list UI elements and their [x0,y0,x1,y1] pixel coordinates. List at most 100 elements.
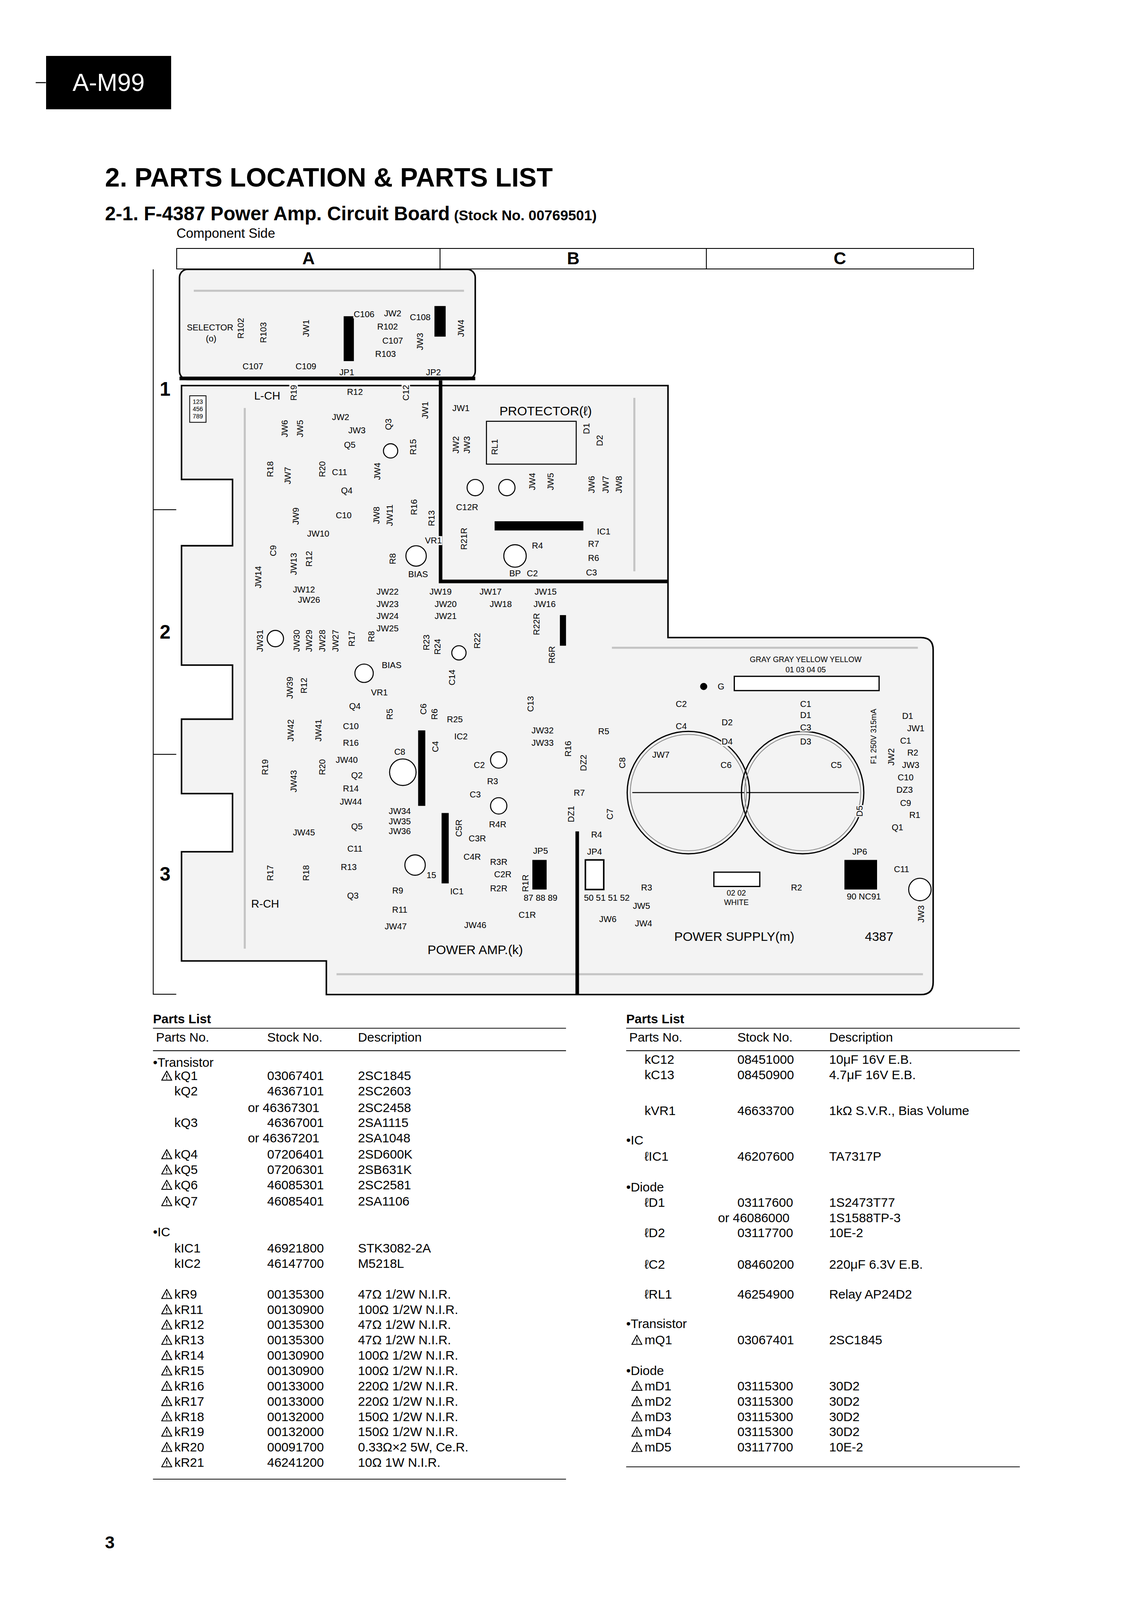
component-label: R24 [433,638,442,655]
component-label: JW44 [339,797,363,806]
component-label: C108 [409,312,432,322]
component-label: Q5 [343,440,356,449]
component-label: JW3 [462,435,472,455]
component-label: R103 [374,349,397,359]
component-label: JW4 [527,472,537,491]
component-label: R8 [388,552,397,565]
component-label: IC2 [453,731,469,741]
component-label: JW4 [373,462,382,481]
component-label: C3 [799,722,812,732]
table-cell: 00130900 [267,1348,324,1362]
component-label: R6R [547,645,557,665]
component-label: C12 [401,384,411,401]
component-label: C8 [617,756,627,769]
table-cell: 08450900 [737,1068,795,1082]
component-label: JW24 [376,611,400,621]
table-cell: or 46367301 [247,1101,320,1114]
component-label: BIAS [408,569,429,579]
component-label: R4R [488,819,508,829]
component-label: JW46 [463,920,487,930]
component-label: IC1 [449,886,465,896]
jumper-connector [343,316,354,362]
table-cell: 47Ω 1/2W N.I.R. [358,1333,452,1347]
component-label: R16 [563,740,573,757]
transistor-symbol [466,479,484,496]
table-cell: 03117700 [737,1440,794,1454]
table-cell: 1S1588TP-3 [829,1211,901,1225]
component-label: C6 [419,702,428,715]
component-label: WHITE [723,898,750,907]
component-label: R102 [376,321,399,331]
component-label: DZ2 [579,754,588,772]
component-label: JW21 [434,611,458,621]
warning-triangle [161,1070,172,1080]
capacitor-symbol [503,544,527,568]
component-label: JW45 [292,827,316,837]
component-label: F1 250V 315mA [870,708,878,765]
table-cell: kIC2 [174,1256,201,1270]
table-header: Description [829,1030,893,1044]
component-label: C4 [675,721,688,731]
component-label: R17 [347,629,356,647]
component-label: JW42 [286,718,295,742]
table-cell: 08460200 [737,1257,795,1271]
grid-column-header: C [706,247,974,270]
component-label: JW5 [632,901,651,910]
grid-key: 456 [192,405,204,412]
component-label: Q3 [384,418,393,431]
node-text: A-M99 [72,70,145,95]
table-cell: kR19 [174,1425,205,1438]
table-cell: 00132000 [267,1425,324,1438]
component-label: JW8 [614,475,624,494]
section-dividers [179,378,669,995]
component-label: JW19 [428,587,452,596]
component-label: C10 [335,510,353,520]
component-label: JW29 [304,629,314,653]
table-cell: 2SA1106 [358,1194,410,1208]
trace [193,289,464,292]
trace [243,408,246,949]
component-label: JW35 [388,816,412,825]
capacitor-symbol [389,758,417,786]
table-cell: 03115300 [737,1410,794,1423]
tab-line [35,81,47,83]
component-label: C9 [268,544,278,557]
component-label: R17 [265,864,275,882]
warning-triangle [161,1365,172,1375]
component-label: C3 [469,789,482,799]
table-title: Parts List [626,1012,685,1026]
component-label: JW27 [331,629,340,653]
component-label: JW6 [280,419,289,438]
component-label: JP1 [338,367,355,377]
component-label: R2 [906,748,919,757]
node-text: 2 [159,622,171,642]
relay-outline [486,421,577,464]
component-label: JW3 [347,425,367,435]
component-label: C4R [463,852,482,861]
component-label: JW36 [388,826,412,836]
table-cell: 2SC1845 [829,1333,883,1347]
grid-column-header: B [440,247,707,270]
table-cell: 150Ω 1/2W N.I.R. [358,1410,459,1423]
warning-triangle [161,1149,172,1159]
warning-triangle [632,1381,642,1391]
safety-marks [161,1070,642,1467]
component-label: C5 [830,760,843,770]
component-label: D1 [901,711,914,720]
component-label: D5 [855,804,864,817]
component-label: C2 [526,568,539,578]
component-label: (o) [205,334,217,343]
table-cell: 00133000 [267,1394,324,1408]
warning-triangle [161,1381,172,1391]
component-label: JW43 [289,769,298,793]
table-rule [152,1028,566,1479]
board-number: 4387 [864,929,894,943]
table-cell: 46241200 [267,1455,324,1469]
jumper-connector [844,859,878,890]
component-label: R25 [446,714,464,723]
component-label: C5R [454,819,464,838]
component-label: JW2 [383,308,403,318]
table-cell: kR16 [174,1379,205,1393]
table-cell: mD1 [644,1379,672,1393]
table-cell: ℓIC1 [644,1149,669,1163]
